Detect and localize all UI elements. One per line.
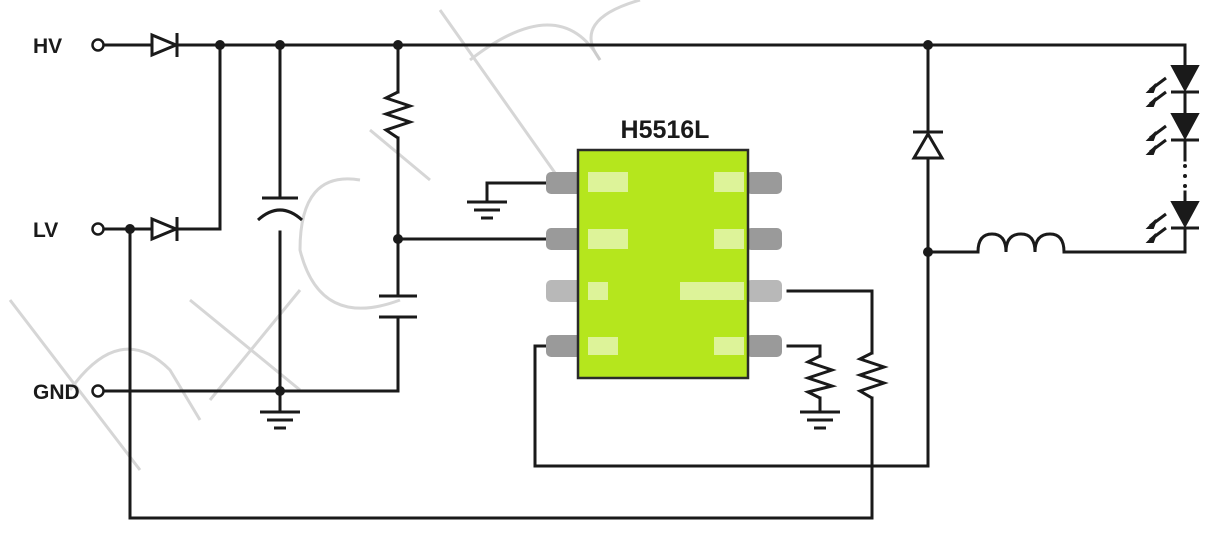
gnd-label: GND xyxy=(33,381,80,404)
chip-pin-2 xyxy=(546,228,582,250)
gnd-terminal xyxy=(91,384,105,398)
watermark-stroke-dash xyxy=(369,128,431,182)
watermark-stroke-c xyxy=(298,177,401,310)
led-2 xyxy=(1145,113,1200,155)
lv-label: LV xyxy=(33,219,58,242)
lv-terminal xyxy=(91,222,105,236)
watermark-stroke-c2 xyxy=(589,0,641,61)
diode-hv xyxy=(150,32,180,58)
led-ellipsis xyxy=(1183,164,1187,188)
filter-capacitor xyxy=(379,294,417,319)
watermark-stroke-x xyxy=(189,289,302,401)
chip-pin-label-blur xyxy=(588,172,744,355)
wire-lv-line xyxy=(102,43,222,231)
hv-terminal xyxy=(91,38,105,52)
wire-pin7-resistor xyxy=(128,227,874,520)
junctions xyxy=(125,40,933,396)
terminals: HV LV GND xyxy=(33,35,105,404)
chip-pin-1 xyxy=(546,172,582,194)
chip-pin-4 xyxy=(546,335,582,357)
divider-resistor xyxy=(381,90,415,140)
diode-lv xyxy=(150,216,180,242)
wire-hv-rail xyxy=(102,43,1187,67)
hv-label: HV xyxy=(33,35,62,58)
feedback-resistor xyxy=(855,351,889,400)
ground-symbol-sense xyxy=(800,410,840,430)
wire-pin1-ground xyxy=(485,181,554,204)
led-1 xyxy=(1145,65,1200,107)
watermark xyxy=(8,0,641,471)
sense-resistor xyxy=(803,354,838,400)
led-3 xyxy=(1145,201,1200,243)
ground-symbol-pin1 xyxy=(467,200,507,220)
wire-inductor xyxy=(926,228,1187,254)
watermark-stroke-p xyxy=(438,9,602,181)
inductor xyxy=(976,232,1066,253)
ground-symbol-cap xyxy=(260,410,300,430)
wires xyxy=(102,43,1187,520)
chip-h5516l: H5516L xyxy=(546,116,782,380)
chip-pin-6 xyxy=(746,280,782,302)
chip-pin-5 xyxy=(746,335,782,357)
bulk-capacitor xyxy=(256,196,304,222)
chip-pin-7 xyxy=(746,228,782,250)
wire-freewheel-column xyxy=(533,43,930,468)
chip-pin-8 xyxy=(746,172,782,194)
chip-pin-3 xyxy=(546,280,582,302)
watermark-stroke-h xyxy=(8,299,202,471)
freewheel-diode xyxy=(911,130,945,160)
wire-pin8-resistor xyxy=(786,344,822,414)
chip-name-label: H5516L xyxy=(621,116,710,144)
